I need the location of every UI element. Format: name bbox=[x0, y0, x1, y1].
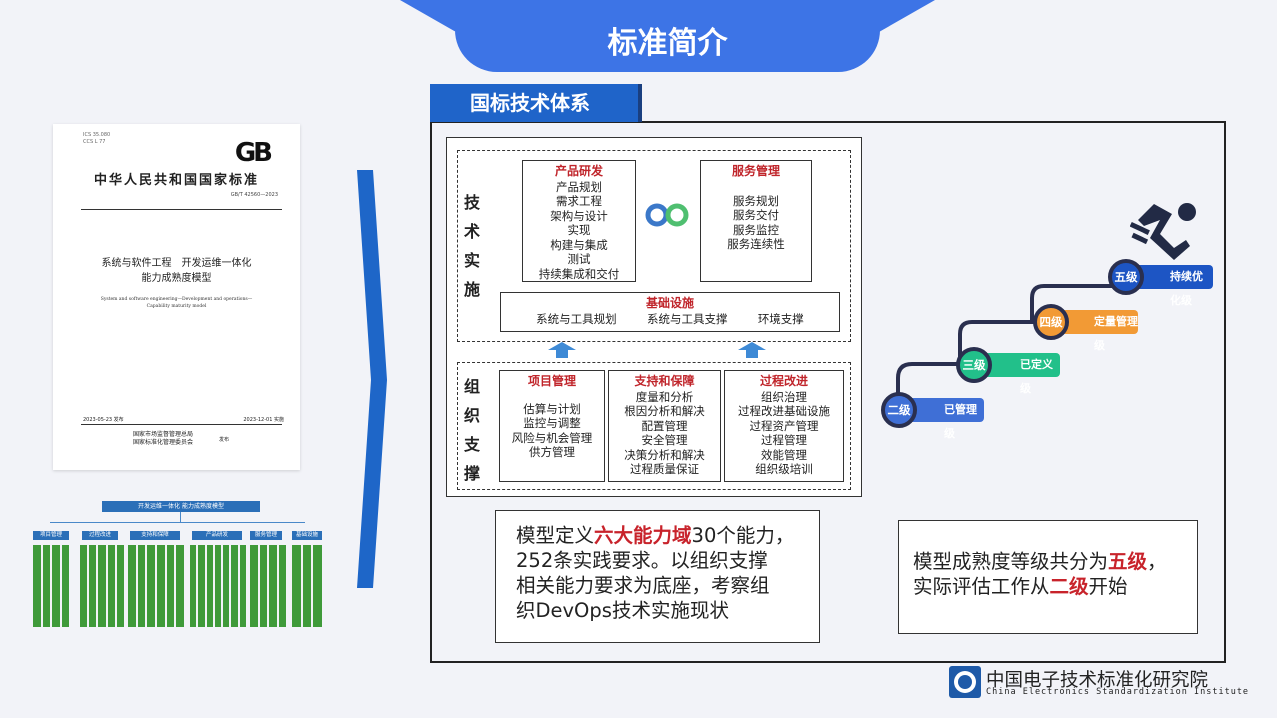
staircase-path bbox=[896, 274, 1116, 396]
chevron-right-icon bbox=[357, 170, 387, 588]
list-item: 风险与机会管理 bbox=[511, 430, 593, 445]
org-name-cn: 中国电子技术标准化研究院 bbox=[986, 670, 1209, 691]
cover-title-cn: 系统与软件工程 开发运维一体化能力成熟度模型 bbox=[101, 258, 252, 284]
tree-root: 开发运维一体化 能力成熟度模型 bbox=[102, 501, 260, 512]
tree-node: 产品研发 bbox=[192, 531, 242, 540]
list-item: 安全管理 bbox=[641, 433, 688, 447]
tree-leaves bbox=[250, 545, 286, 627]
highlight-level-two: 二级 bbox=[1049, 575, 1089, 598]
product-dev-box: 产品研发 产品规划 需求工程 架构与设计 实现 构建与集成 测试 持续集成和交付 bbox=[522, 160, 636, 282]
list-item: 过程管理 bbox=[761, 433, 807, 447]
cover-rule-bottom bbox=[81, 424, 282, 425]
infra-box: 基础设施 系统与工具规划 系统与工具支撑 环境支撑 bbox=[500, 292, 840, 332]
list-item: 架构与设计 bbox=[550, 208, 608, 223]
level-2-badge: 二级 bbox=[881, 392, 917, 428]
list-item: 持续集成和交付 bbox=[538, 266, 620, 281]
tech-implementation-group bbox=[457, 150, 851, 342]
list-item: 供方管理 bbox=[529, 445, 575, 459]
cover-title-en: System and software engineering—Developm… bbox=[100, 297, 253, 309]
tree-leaves bbox=[292, 545, 323, 627]
cover-national-standard: 中华人民共和国国家标准 bbox=[93, 173, 259, 188]
up-arrow-icon bbox=[738, 342, 766, 358]
support-box: 支持和保障 度量和分析 根因分析和解决 配置管理 安全管理 决策分析和解决 过程… bbox=[608, 370, 721, 482]
list-item: 服务连续性 bbox=[727, 237, 785, 251]
list-item: 过程资产管理 bbox=[749, 418, 819, 433]
devops-loop-icon bbox=[645, 203, 689, 227]
slide-title: 标准简介 bbox=[607, 26, 728, 61]
infra-title: 基础设施 bbox=[645, 296, 694, 310]
list-item: 系统与工具支撑 bbox=[646, 311, 728, 326]
tree-node: 支持和保障 bbox=[130, 531, 180, 540]
level-5-badge: 五级 bbox=[1108, 259, 1144, 295]
cover-std-number: GB/T 42560—2023 bbox=[230, 192, 278, 198]
process-imp-title: 过程改进 bbox=[759, 374, 808, 388]
list-item: 系统与工具规划 bbox=[536, 311, 617, 326]
tech-label: 技术实施 bbox=[463, 193, 480, 299]
service-mgmt-box: 服务管理 服务规划 服务交付 服务监控 服务连续性 bbox=[700, 160, 812, 282]
gb-logo: GB bbox=[234, 138, 273, 168]
tree-node: 基础设施 bbox=[292, 531, 322, 540]
list-item: 服务监控 bbox=[733, 222, 779, 237]
project-mgmt-title: 项目管理 bbox=[527, 374, 576, 388]
process-imp-box: 过程改进 组织治理 过程改进基础设施 过程资产管理 过程管理 效能管理 组织级培… bbox=[724, 370, 844, 482]
up-arrow-icon bbox=[548, 342, 576, 358]
list-item: 过程质量保证 bbox=[630, 462, 699, 476]
maturity-note: 模型成熟度等级共分为五级， 实际评估工作从二级开始 bbox=[898, 520, 1198, 634]
tree-leaves bbox=[33, 545, 69, 627]
list-item: 产品规划 bbox=[556, 179, 602, 194]
cover-issuer: 国家市场监督管理总局国家标准化管理委员会 bbox=[133, 431, 194, 446]
org-label: 组织支撑 bbox=[463, 377, 480, 483]
section-tab-accent bbox=[638, 84, 642, 122]
main-frame bbox=[430, 121, 1226, 663]
tree-node: 服务管理 bbox=[250, 531, 282, 540]
org-name-en: China Electronics Standardization Instit… bbox=[986, 687, 1250, 697]
list-item: 度量和分析 bbox=[635, 389, 694, 404]
list-item: 根因分析和解决 bbox=[624, 404, 705, 418]
list-item: 配置管理 bbox=[641, 418, 688, 433]
list-item: 决策分析和解决 bbox=[624, 447, 705, 462]
list-item: 监控与调整 bbox=[523, 416, 581, 430]
list-item: 需求工程 bbox=[556, 194, 602, 208]
cover-issued: 发布 bbox=[219, 437, 230, 443]
project-mgmt-box: 项目管理 估算与计划 监控与调整 风险与机会管理 供方管理 bbox=[499, 370, 605, 482]
capability-diagram: 技术实施 组织支撑 产品研发 产品规划 需求工程 架构与设计 实现 构建与集成 … bbox=[446, 137, 862, 497]
list-item: 组织治理 bbox=[761, 389, 807, 404]
list-item: 服务交付 bbox=[733, 208, 779, 222]
cover-release-date: 2023-05-23 发布 bbox=[83, 417, 124, 423]
support-title: 支持和保障 bbox=[634, 374, 695, 388]
product-dev-title: 产品研发 bbox=[554, 164, 603, 178]
runner-icon bbox=[1130, 203, 1196, 260]
list-item: 过程改进基础设施 bbox=[738, 404, 830, 418]
tree-connector bbox=[50, 522, 305, 523]
level-4-badge: 四级 bbox=[1033, 304, 1069, 340]
cesi-logo-icon bbox=[949, 666, 981, 698]
list-item: 服务规划 bbox=[733, 193, 779, 208]
capability-note: 模型定义六大能力域30个能力， 252条实践要求。以组织支撑 相关能力要求为底座… bbox=[495, 510, 820, 643]
list-item: 估算与计划 bbox=[523, 401, 581, 416]
tree-node: 项目管理 bbox=[33, 531, 69, 540]
highlight-five-levels: 五级 bbox=[1108, 550, 1148, 573]
list-item: 效能管理 bbox=[761, 447, 807, 462]
tree-leaves bbox=[80, 545, 125, 627]
list-item: 构建与集成 bbox=[550, 237, 608, 252]
level-3-badge: 三级 bbox=[956, 347, 992, 383]
cover-impl-date: 2023-12-01 实施 bbox=[243, 417, 284, 423]
highlight-six-domains: 六大能力域 bbox=[594, 524, 692, 547]
list-item: 实现 bbox=[567, 223, 591, 237]
service-mgmt-title: 服务管理 bbox=[731, 164, 780, 178]
list-item: 环境支撑 bbox=[757, 311, 804, 326]
tree-node: 过程改进 bbox=[82, 531, 118, 540]
section-tab: 国标技术体系 bbox=[430, 84, 638, 122]
cover-rule bbox=[81, 209, 282, 210]
tree-leaves bbox=[190, 545, 246, 627]
org-support-group bbox=[457, 362, 851, 490]
list-item: 组织级培训 bbox=[755, 462, 813, 476]
tree-leaves bbox=[128, 545, 185, 627]
tree-connector bbox=[180, 512, 181, 522]
list-item: 测试 bbox=[567, 252, 591, 266]
title-tab bbox=[455, 0, 880, 72]
